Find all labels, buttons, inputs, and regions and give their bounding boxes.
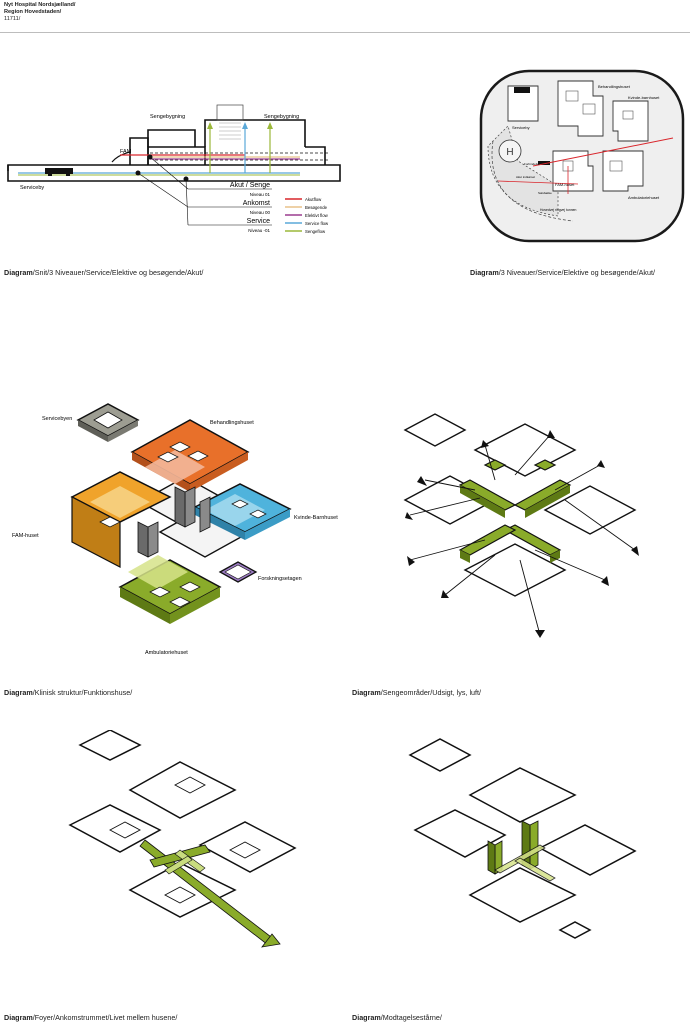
site-label-hovedvej: Hovedvej ringvej tunnen — [540, 208, 576, 212]
legend-label-senge: Sengeflow — [305, 229, 326, 234]
site-label-fam: FAM-huset — [555, 182, 575, 187]
label-service-level: Niveau -01 — [248, 228, 270, 233]
foyer-diagram — [68, 730, 297, 948]
page-header: Nyt Hospital Nordsjælland/ Region Hoveds… — [4, 2, 75, 23]
label-serviceby: Serviceby — [20, 185, 44, 191]
helipad-icon: H — [506, 147, 513, 158]
site-label-ambulatorie: Ambulatoriehuset — [628, 195, 660, 200]
clinical-structure-diagram: Servicebyen Behandlingshuset FAM-huset K… — [12, 403, 338, 656]
project-title: Nyt Hospital Nordsjælland/ — [4, 2, 76, 8]
label-akut-level: Niveau 01 — [250, 192, 271, 197]
site-plan-diagram: H Behandlingshuset Kvinde-barnhuset Serv… — [479, 69, 685, 243]
label-sengebygning-right: Sengebygning — [264, 114, 299, 120]
caption-reception-towers: Diagram/Modtagelsestårne/ — [352, 1013, 442, 1022]
legend-label-besogende: Besøgende — [305, 205, 328, 210]
caption-clinical: Diagram/Klinisk struktur/Funktionshuse/ — [4, 688, 133, 697]
header-divider — [0, 32, 690, 33]
legend-label-elektiv: Elektivt flow — [305, 213, 329, 218]
label-servicebyen: Servicebyen — [42, 416, 72, 422]
reception-towers-diagram — [408, 738, 637, 939]
site-label-salsbakke: Salsbakke — [538, 191, 552, 195]
section-diagram: Sengebygning Sengebygning FAM Serviceby … — [7, 104, 341, 234]
label-kvinde-barnhuset: Kvinde-Barnhuset — [294, 515, 338, 521]
site-label-akut-indkorsel: Akut indkørsel — [516, 175, 535, 179]
client-name: Region Hovedstaden/ — [4, 9, 62, 15]
label-ambulatoriehuset: Ambulatoriehuset — [145, 650, 188, 656]
section-legend: Akutflow Besøgende Elektivt flow Service… — [285, 197, 329, 234]
label-fam: FAM — [120, 149, 132, 155]
label-akut: Akut / Senge — [230, 182, 270, 189]
label-service: Service — [247, 218, 270, 225]
legend-label-akut: Akutflow — [305, 197, 322, 202]
bed-areas-diagram — [403, 413, 639, 638]
label-ankomst: Ankomst — [243, 200, 270, 207]
label-ankomst-level: Niveau 00 — [250, 210, 271, 215]
caption-section: Diagram/Snit/3 Niveauer/Service/Elektive… — [4, 268, 204, 277]
site-label-forbindelse: Forbindelse — [524, 162, 540, 166]
site-label-kvinde: Kvinde-barnhuset — [628, 95, 660, 100]
site-label-behandlingshuset: Behandlingshuset — [598, 84, 631, 89]
label-sengebygning-left: Sengebygning — [150, 114, 185, 120]
label-fam-huset: FAM-huset — [12, 533, 39, 539]
caption-foyer: Diagram/Foyer/Ankomstrummet/Livet mellem… — [4, 1013, 178, 1022]
project-number: 11711/ — [4, 16, 21, 22]
label-behandlingshuset: Behandlingshuset — [210, 420, 254, 426]
caption-bed-areas: Diagram/Sengeområder/Udsigt, lys, luft/ — [352, 688, 482, 697]
legend-label-service: Service flow — [305, 221, 329, 226]
site-label-serviceby: Serviceby — [512, 125, 530, 130]
label-forskningsetagen: Forskningsetagen — [258, 576, 302, 582]
caption-site-plan: Diagram/3 Niveauer/Service/Elektive og b… — [470, 268, 655, 277]
